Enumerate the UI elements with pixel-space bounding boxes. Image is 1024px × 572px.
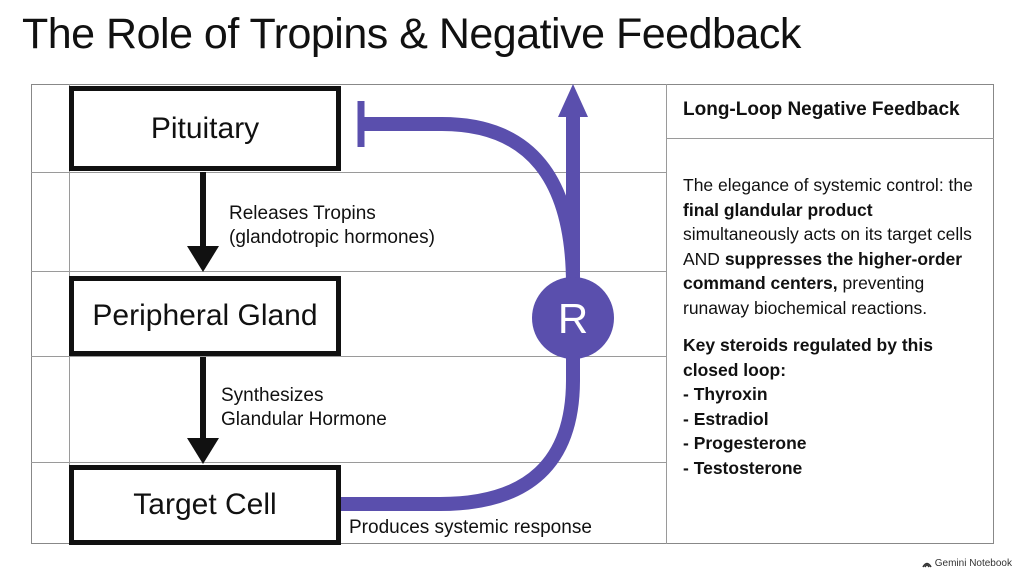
grid-line: [31, 271, 666, 272]
grid-line: [31, 172, 666, 173]
synthesizes-line-1: Synthesizes: [221, 385, 324, 406]
down-arrow-head: [187, 438, 219, 464]
notebook-logo-icon: [922, 562, 932, 567]
steroid-item: - Estradiol: [683, 408, 769, 429]
panel-border: [666, 84, 667, 544]
peripheral-gland-box: Peripheral Gland: [69, 276, 341, 356]
intro-text: The elegance of systemic control: the: [683, 175, 973, 195]
releases-line-2: (glandotropic hormones): [229, 227, 435, 248]
produces-response-label: Produces systemic response: [349, 517, 592, 538]
releases-line-1: Releases Tropins: [229, 203, 376, 224]
key-steroids-heading: Key steroids regulated by this closed lo…: [683, 335, 933, 380]
synthesizes-label: Synthesizes Glandular Hormone: [221, 384, 387, 432]
credit-badge: Gemini Notebook: [922, 558, 1012, 569]
steroid-item: - Progesterone: [683, 433, 807, 453]
intro-emphasis: suppresses the higher-order command cent…: [683, 248, 963, 294]
diagram-frame: [31, 84, 994, 544]
synthesizes-line-2: Glandular Hormone: [221, 409, 387, 430]
releases-tropins-label: Releases Tropins (glandotropic hormones): [229, 202, 435, 250]
panel-intro: The elegance of systemic control: the fi…: [683, 173, 983, 320]
panel-heading: Long-Loop Negative Feedback: [683, 99, 960, 120]
receptor-node: [532, 277, 614, 359]
panel-body: The elegance of systemic control: the fi…: [683, 173, 983, 480]
intro-text: preventing runaway biochemical reactions…: [683, 273, 928, 318]
receptor-symbol: R: [558, 295, 588, 342]
page-title: The Role of Tropins & Negative Feedback: [22, 10, 801, 58]
steroid-item: - Thyroxin: [683, 384, 768, 404]
target-cell-box: Target Cell: [69, 465, 341, 545]
feedback-path: [341, 352, 580, 511]
steroid-item: - Testosterone: [683, 457, 803, 478]
upward-arrow-head: [558, 84, 588, 117]
intro-emphasis: final glandular product: [683, 199, 873, 220]
down-arrow-head: [187, 246, 219, 272]
grid-line: [31, 462, 666, 463]
panel-divider: [666, 138, 994, 139]
peripheral-gland-label: Peripheral Gland: [92, 299, 318, 332]
target-cell-label: Target Cell: [133, 488, 277, 521]
pituitary-label: Pituitary: [150, 111, 260, 145]
grid-line: [31, 356, 666, 357]
credit-text: Gemini Notebook: [934, 558, 1012, 569]
pituitary-box: Pituitary: [69, 86, 341, 171]
intro-text: simultaneously acts on its target cells …: [683, 224, 972, 269]
